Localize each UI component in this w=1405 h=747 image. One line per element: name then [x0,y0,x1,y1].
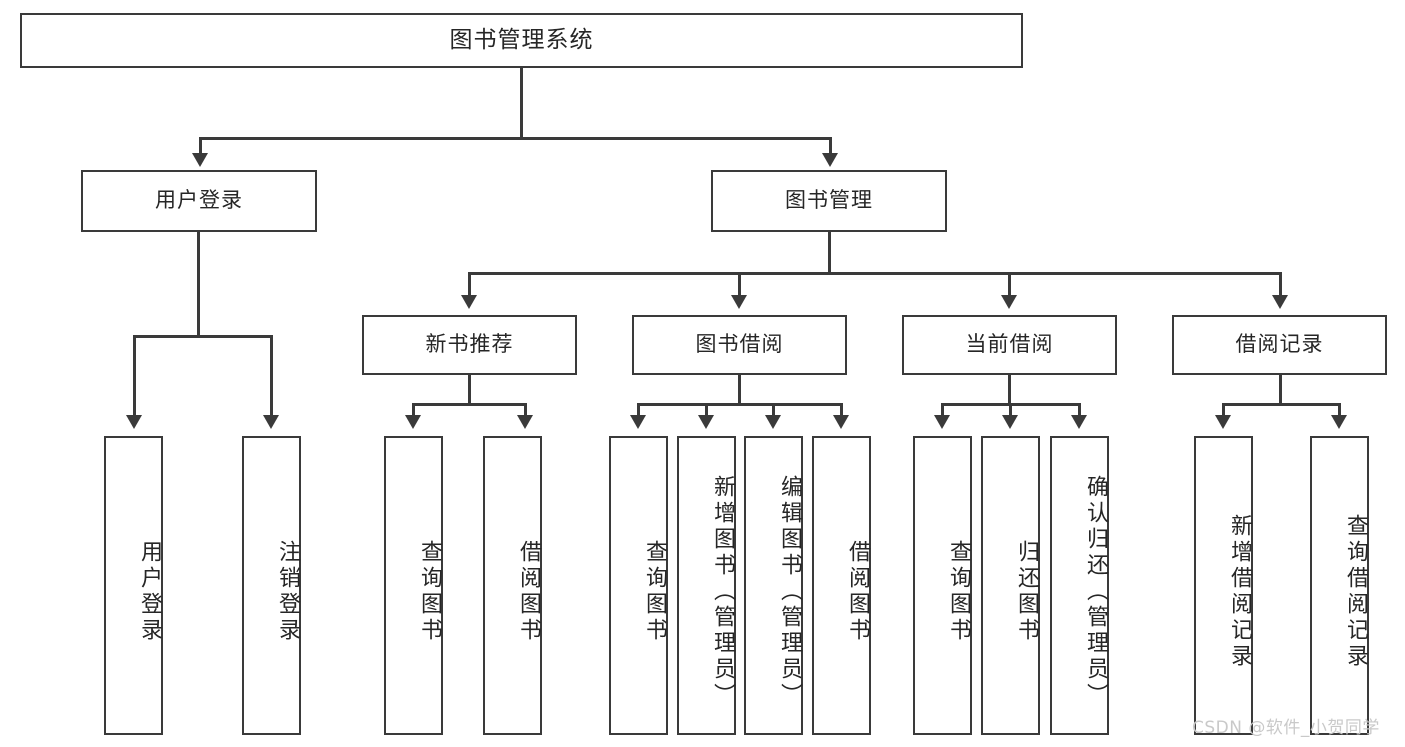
leaf-label: 查询图书 [417,539,442,644]
csdn-watermark: CSDN @软件_小贺同学 [1192,718,1380,738]
node-label: 新书推荐 [425,332,514,357]
connector-new-book-stem [468,375,471,403]
leaf-borrow-book[interactable]: 借阅图书 [812,436,871,735]
connector-book-mgmt-bus [468,272,1280,275]
node-book-management[interactable]: 图书管理 [711,170,947,232]
connector-root-drop-right [829,137,832,155]
node-label: 图书借阅 [695,332,784,357]
node-book-management-system[interactable]: 图书管理系统 [20,13,1023,68]
node-label: 图书管理系统 [449,26,594,53]
arrow-to-book-management [822,153,838,167]
arrow-to-leaf-query-book-2 [630,415,646,429]
connector-book-borrow-drop-2 [705,403,708,417]
arrow-to-leaf-logout [263,415,279,429]
connector-current-borrow-drop-1 [941,403,944,417]
arrow-to-leaf-add-record [1215,415,1231,429]
connector-book-mgmt-drop-2 [738,272,741,297]
arrow-to-leaf-borrow-book-1 [517,415,533,429]
arrow-to-user-login [192,153,208,167]
arrow-to-leaf-edit-book [765,415,781,429]
node-label: 图书管理 [785,188,873,213]
connector-root-stem [520,68,523,137]
connector-borrow-record-drop-2 [1338,403,1341,417]
arrow-to-leaf-confirm-return [1071,415,1087,429]
leaf-borrow-book-recommend[interactable]: 借阅图书 [483,436,542,735]
connector-book-borrow-drop-1 [637,403,640,417]
arrow-to-leaf-add-book [698,415,714,429]
connector-current-borrow-stem [1008,375,1011,403]
connector-root-bus [199,137,831,140]
node-user-login[interactable]: 用户登录 [81,170,317,232]
leaf-label: 注销登录 [275,539,300,644]
arrow-to-leaf-borrow-book-2 [833,415,849,429]
leaf-query-book-current[interactable]: 查询图书 [913,436,972,735]
leaf-label: 查询借阅记录 [1343,513,1368,670]
connector-root-drop-left [199,137,202,155]
connector-book-mgmt-drop-4 [1279,272,1282,297]
connector-book-borrow-drop-3 [772,403,775,417]
connector-user-login-stem [197,232,200,335]
leaf-label: 确认归还（管理员） [1083,474,1108,709]
connector-user-login-drop-1 [133,335,136,417]
node-borrow-record[interactable]: 借阅记录 [1172,315,1387,375]
connector-book-mgmt-drop-3 [1008,272,1011,297]
arrow-to-leaf-query-record [1331,415,1347,429]
connector-current-borrow-drop-2 [1009,403,1012,417]
leaf-label: 用户登录 [137,539,162,644]
connector-book-mgmt-drop-1 [468,272,471,297]
node-book-borrow[interactable]: 图书借阅 [632,315,847,375]
arrow-to-leaf-user-login [126,415,142,429]
arrow-to-book-borrow [731,295,747,309]
leaf-return-book[interactable]: 归还图书 [981,436,1040,735]
leaf-add-borrow-record[interactable]: 新增借阅记录 [1194,436,1253,735]
arrow-to-current-borrow [1001,295,1017,309]
connector-new-book-drop-1 [412,403,415,417]
leaf-query-book-borrow[interactable]: 查询图书 [609,436,668,735]
connector-book-mgmt-stem [828,232,831,272]
leaf-label: 编辑图书（管理员） [777,474,802,709]
leaf-label: 查询图书 [642,539,667,644]
leaf-edit-book-admin[interactable]: 编辑图书（管理员） [744,436,803,735]
connector-book-borrow-bus [637,403,840,406]
leaf-user-login[interactable]: 用户登录 [104,436,163,735]
leaf-query-book-recommend[interactable]: 查询图书 [384,436,443,735]
node-label: 用户登录 [155,188,243,213]
leaf-add-book-admin[interactable]: 新增图书（管理员） [677,436,736,735]
connector-borrow-record-drop-1 [1222,403,1225,417]
leaf-label: 新增图书（管理员） [710,474,735,709]
connector-user-login-bus [133,335,270,338]
connector-borrow-record-stem [1279,375,1282,403]
leaf-label: 归还图书 [1014,539,1039,644]
node-new-book-recommend[interactable]: 新书推荐 [362,315,577,375]
leaf-label: 借阅图书 [845,539,870,644]
leaf-query-borrow-record[interactable]: 查询借阅记录 [1310,436,1369,735]
arrow-to-leaf-query-book-3 [934,415,950,429]
leaf-label: 新增借阅记录 [1227,513,1252,670]
connector-book-borrow-stem [738,375,741,403]
connector-new-book-drop-2 [524,403,527,417]
node-current-borrow[interactable]: 当前借阅 [902,315,1117,375]
arrow-to-borrow-record [1272,295,1288,309]
connector-borrow-record-bus [1222,403,1338,406]
connector-new-book-bus [412,403,524,406]
arrow-to-new-book-recommend [461,295,477,309]
node-label: 当前借阅 [965,332,1054,357]
connector-user-login-drop-2 [270,335,273,417]
arrow-to-leaf-query-book-1 [405,415,421,429]
node-label: 借阅记录 [1235,332,1324,357]
leaf-confirm-return-admin[interactable]: 确认归还（管理员） [1050,436,1109,735]
leaf-label: 借阅图书 [516,539,541,644]
connector-current-borrow-drop-3 [1078,403,1081,417]
arrow-to-leaf-return-book [1002,415,1018,429]
leaf-logout[interactable]: 注销登录 [242,436,301,735]
leaf-label: 查询图书 [946,539,971,644]
connector-book-borrow-drop-4 [840,403,843,417]
